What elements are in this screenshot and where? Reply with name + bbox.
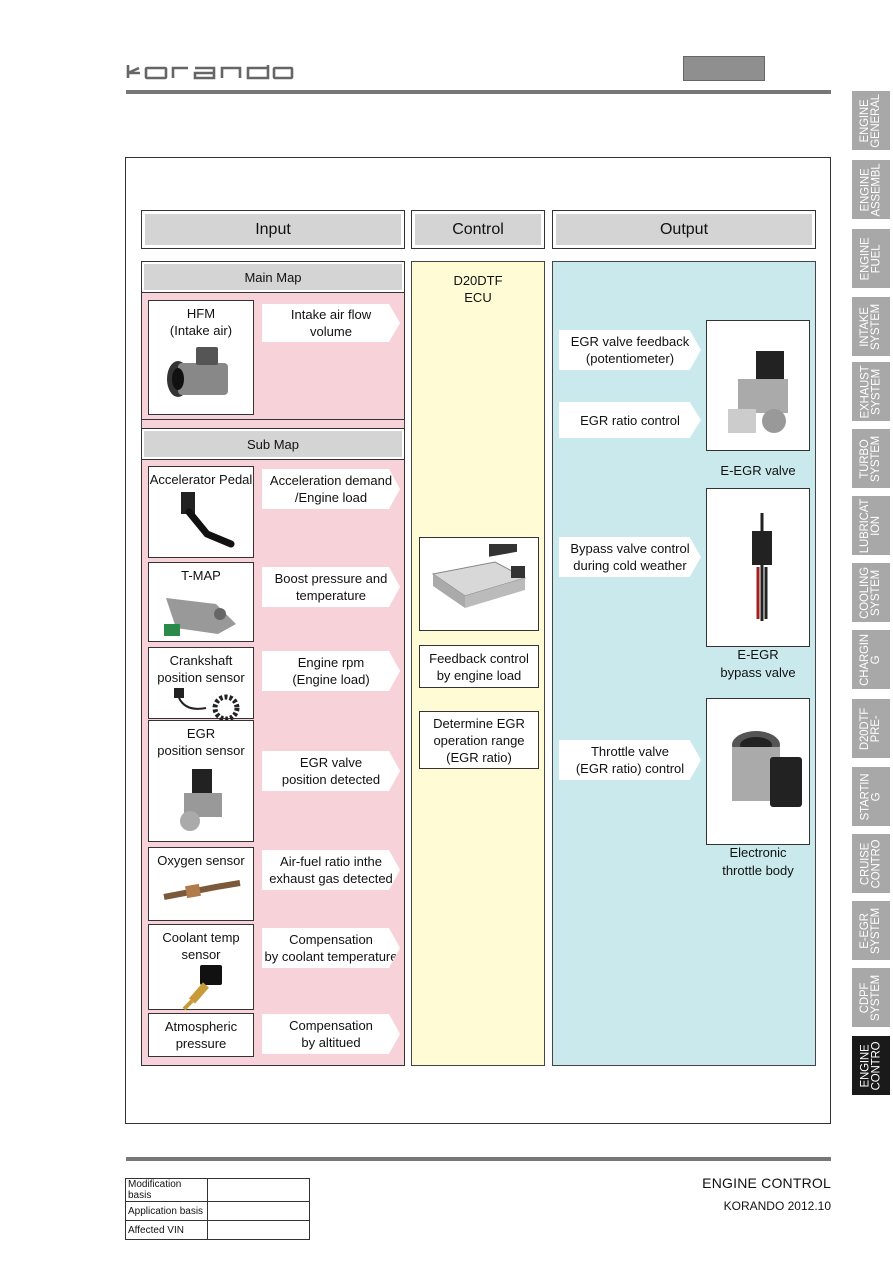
accelerator-pedal-image <box>181 492 235 548</box>
air-fuel-ratio-signal: Air-fuel ratio inthe exhaust gas detecte… <box>262 850 400 890</box>
egr-range-box: Determine EGR operation range (EGR ratio… <box>419 711 539 769</box>
side-tab-engine-general[interactable]: ENGINE GENERAL <box>852 91 890 150</box>
ecu-label: D20DTF ECU <box>453 273 503 305</box>
altitude-compensation-signal: Compensation by altitued <box>262 1014 400 1054</box>
oxygen-sensor-image <box>163 880 241 900</box>
t-map-sensor-image <box>164 598 236 636</box>
throttle-body-image <box>731 731 802 807</box>
crankshaft-sensor-image <box>174 688 240 722</box>
oxygen-sensor-box: Oxygen sensor <box>148 847 254 921</box>
input-column-header: Input <box>141 210 405 249</box>
coolant-compensation-signal: Compensation by coolant temperature <box>262 928 400 968</box>
accelerator-pedal-sensor-box: Accelerator Pedal <box>148 466 254 558</box>
side-tab-engine-assembly[interactable]: ENGINE ASSEMBL <box>852 160 890 219</box>
side-tab-starting[interactable]: STARTIN G <box>852 767 890 826</box>
egr-position-sensor-image <box>180 769 222 831</box>
t-map-sensor-box: T-MAP <box>148 562 254 642</box>
side-tab-engine-control[interactable]: ENGINE CONTRO <box>852 1036 890 1095</box>
engine-rpm-signal: Engine rpm (Engine load) <box>262 651 400 691</box>
footer-rule <box>126 1157 831 1161</box>
e-egr-valve-box: E-EGR valve <box>706 320 810 478</box>
sub-map-title: Sub Map <box>141 428 405 460</box>
side-tab-cooling-system[interactable]: COOLING SYSTEM <box>852 563 890 622</box>
side-tab-cdpf-system[interactable]: CDPF SYSTEM <box>852 968 890 1027</box>
side-tab-intake-system[interactable]: INTAKE SYSTEM <box>852 297 890 356</box>
egr-feedback-signal: EGR valve feedback (potentiometer) <box>559 330 701 370</box>
table-row: Modification basis <box>125 1178 310 1202</box>
bypass-valve-signal: Bypass valve control during cold weather <box>559 537 701 577</box>
e-egr-bypass-valve-image <box>751 513 772 621</box>
egr-ratio-control-signal: EGR ratio control <box>559 402 701 438</box>
electronic-throttle-body-box: Electronic throttle body <box>706 698 810 878</box>
basis-table: Modification basis Application basis Aff… <box>125 1178 310 1240</box>
ecu-image <box>431 544 527 608</box>
side-tab-cruise-control[interactable]: CRUISE CONTRO <box>852 834 890 893</box>
main-map-title: Main Map <box>141 261 405 293</box>
crankshaft-sensor-box: Crankshaft position sensor <box>148 647 254 722</box>
side-tab-charging[interactable]: CHARGIN G <box>852 630 890 689</box>
intake-air-flow-signal: Intake air flow volume <box>262 304 400 342</box>
acceleration-demand-signal: Acceleration demand /Engine load <box>262 469 400 509</box>
footer-section-title: ENGINE CONTROL <box>702 1175 831 1191</box>
egr-valve-position-signal: EGR valve position detected <box>262 751 400 791</box>
feedback-control-box: Feedback control by engine load <box>419 645 539 688</box>
output-column-header: Output <box>552 210 816 249</box>
header-box <box>683 56 765 81</box>
footer-model-date: KORANDO 2012.10 <box>723 1199 831 1213</box>
egr-position-sensor-box: EGR position sensor <box>148 720 254 842</box>
hfm-sensor-image <box>167 347 228 397</box>
e-egr-valve-image <box>727 351 788 433</box>
hfm-sensor-box: HFM (Intake air) <box>148 300 254 415</box>
ecu-image-box <box>419 537 539 631</box>
korando-logo <box>126 64 294 85</box>
side-tab-engine-fuel[interactable]: ENGINE FUEL <box>852 229 890 288</box>
table-row: Affected VIN <box>125 1220 310 1240</box>
side-tab-d20dtf-pre[interactable]: D20DTF PRE- <box>852 699 890 758</box>
header-rule <box>126 90 831 94</box>
boost-pressure-signal: Boost pressure and temperature <box>262 567 400 607</box>
e-egr-bypass-valve-box: E-EGR bypass valve <box>706 488 810 680</box>
throttle-valve-signal: Throttle valve (EGR ratio) control <box>559 740 701 780</box>
diagram-frame <box>125 157 831 1124</box>
coolant-temp-sensor-image <box>182 965 222 1011</box>
table-row: Application basis <box>125 1201 310 1221</box>
side-tab-turbo-system[interactable]: TURBO SYSTEM <box>852 429 890 488</box>
atmospheric-pressure-sensor-box: Atmospheric pressure <box>148 1013 254 1057</box>
side-tab-exhaust-system[interactable]: EXHAUST SYSTEM <box>852 362 890 421</box>
side-tab-lubrication[interactable]: LUBRICAT ION <box>852 496 890 555</box>
coolant-temp-sensor-box: Coolant temp sensor <box>148 924 254 1011</box>
side-tab-e-egr-system[interactable]: E-EGR SYSTEM <box>852 901 890 960</box>
control-column-header: Control <box>411 210 545 249</box>
